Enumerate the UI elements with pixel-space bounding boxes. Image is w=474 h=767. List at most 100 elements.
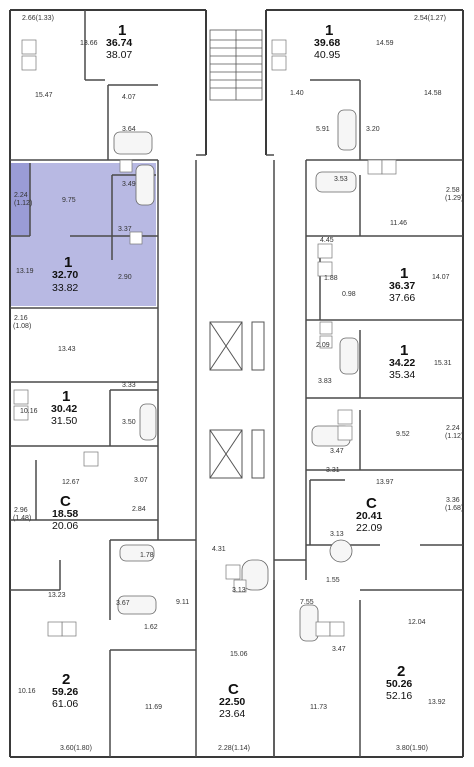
room-area: 13.43 (58, 346, 76, 353)
apartment-area: 34.22 (389, 357, 416, 369)
room-area: 3.50 (122, 419, 136, 426)
room-area: 2.58 (446, 187, 460, 194)
room-area[interactable]: 2.90 (118, 274, 132, 281)
partition-walls (10, 10, 463, 757)
apartment-type: C (228, 681, 239, 698)
room-area: 3.13 (330, 531, 344, 538)
room-area: 2.09 (316, 342, 330, 349)
apartment-type: 1 (400, 265, 409, 282)
room-area: 3.64 (122, 126, 136, 133)
apartment-area: 36.74 (106, 37, 133, 49)
room-area: 2.16 (14, 315, 28, 322)
room-area: 14.58 (424, 90, 442, 97)
apartment-type: 2 (62, 671, 71, 688)
outer-walls (9, 9, 464, 758)
room-area: 11.46 (390, 220, 407, 227)
room-area: 3.67 (116, 600, 130, 607)
room-area: 4.45 (320, 237, 334, 244)
room-area: 3.33 (122, 382, 136, 389)
room-area: 3.07 (134, 477, 148, 484)
room-area: 1.40 (290, 90, 304, 97)
room-area: 12.67 (62, 479, 80, 486)
apartment-type: C (60, 493, 71, 510)
apartment-total-area[interactable]: 33.82 (52, 282, 79, 294)
bathroom-fixtures (113, 109, 359, 642)
room-area: 2.54(1.27) (414, 15, 446, 22)
room-area: 1.62 (144, 624, 158, 631)
room-area[interactable]: 3.49 (122, 181, 136, 188)
room-area: 7.55 (300, 599, 314, 606)
kitchen-fixtures (13, 39, 397, 637)
room-area: (1.08) (13, 323, 32, 330)
apartment-area: 39.68 (314, 37, 341, 49)
apartment-type: 1 (62, 388, 71, 405)
apartment-total-area: 40.95 (314, 49, 341, 61)
room-area: 2.96 (14, 507, 28, 514)
room-area: (1.12) (445, 433, 464, 440)
room-area: 10.16 (18, 688, 36, 695)
apartment-area: 30.42 (51, 403, 78, 415)
apartment-total-area: 38.07 (106, 49, 133, 61)
room-area: 11.73 (310, 704, 327, 711)
room-area: 13.66 (80, 40, 98, 47)
room-area: 14.07 (432, 274, 450, 281)
room-area[interactable]: 3.37 (118, 226, 132, 233)
room-area: 3.31 (326, 467, 340, 474)
room-area: 9.52 (396, 431, 410, 438)
room-area: 15.06 (230, 651, 248, 658)
room-area: 2.24 (446, 425, 460, 432)
room-area[interactable]: (1.12) (14, 200, 33, 207)
apartment-type: 1 (118, 22, 127, 39)
apartment-area: 59.26 (52, 686, 79, 698)
apartment-area: 36.37 (389, 280, 416, 292)
apartment-type[interactable]: 1 (64, 254, 73, 271)
room-area: (1.48) (13, 515, 32, 522)
room-area: 2.66(1.33) (22, 15, 54, 22)
balcony-area: 2.28(1.14) (218, 745, 250, 752)
apartment-area: 50.26 (386, 678, 413, 690)
apartment-total-area: 31.50 (51, 415, 78, 427)
room-area: 4.07 (122, 94, 136, 101)
apartment-total-area: 52.16 (386, 690, 413, 702)
room-area: 13.92 (428, 699, 446, 706)
balcony-area: 3.80(1.90) (396, 745, 428, 752)
apartment-area: 18.58 (52, 508, 79, 520)
apartment-area: 22.50 (219, 696, 246, 708)
room-area: (1.68) (445, 505, 464, 512)
apartment-type: 1 (325, 22, 334, 39)
apartment-total-area: 22.09 (356, 522, 383, 534)
room-area: 3.83 (318, 378, 332, 385)
room-area: 3.13 (232, 587, 246, 594)
room-area: 3.47 (332, 646, 346, 653)
room-area: 2.84 (132, 506, 146, 513)
room-area: 10.16 (20, 408, 38, 415)
apartment-total-area: 35.34 (389, 369, 416, 381)
apartment-total-area: 20.06 (52, 520, 79, 532)
apartment-type: C (366, 495, 377, 512)
room-area: (1.29) (445, 195, 464, 202)
staircase (209, 29, 263, 101)
room-area: 1.78 (140, 552, 154, 559)
room-area: 14.59 (376, 40, 394, 47)
room-area[interactable]: 13.19 (16, 268, 34, 275)
room-area: 1.88 (324, 275, 338, 282)
balcony-area: 3.60(1.80) (60, 745, 92, 752)
room-area[interactable]: 2.24 (14, 192, 28, 199)
room-area: 0.98 (342, 291, 356, 298)
apartment-type: 2 (397, 663, 406, 680)
room-area: 15.47 (35, 92, 53, 99)
apartment-area[interactable]: 32.70 (52, 269, 79, 281)
room-area: 5.91 (316, 126, 330, 133)
room-area[interactable]: 9.75 (62, 197, 76, 204)
room-area: 13.97 (376, 479, 394, 486)
room-area: 15.31 (434, 360, 452, 367)
room-area: 3.47 (330, 448, 344, 455)
room-area: 3.53 (334, 176, 348, 183)
apartment-type: 1 (400, 342, 409, 359)
apartment-area: 20.41 (356, 510, 383, 522)
room-area: 11.69 (145, 704, 162, 711)
room-area: 1.55 (326, 577, 340, 584)
elevator-shafts (209, 321, 265, 479)
